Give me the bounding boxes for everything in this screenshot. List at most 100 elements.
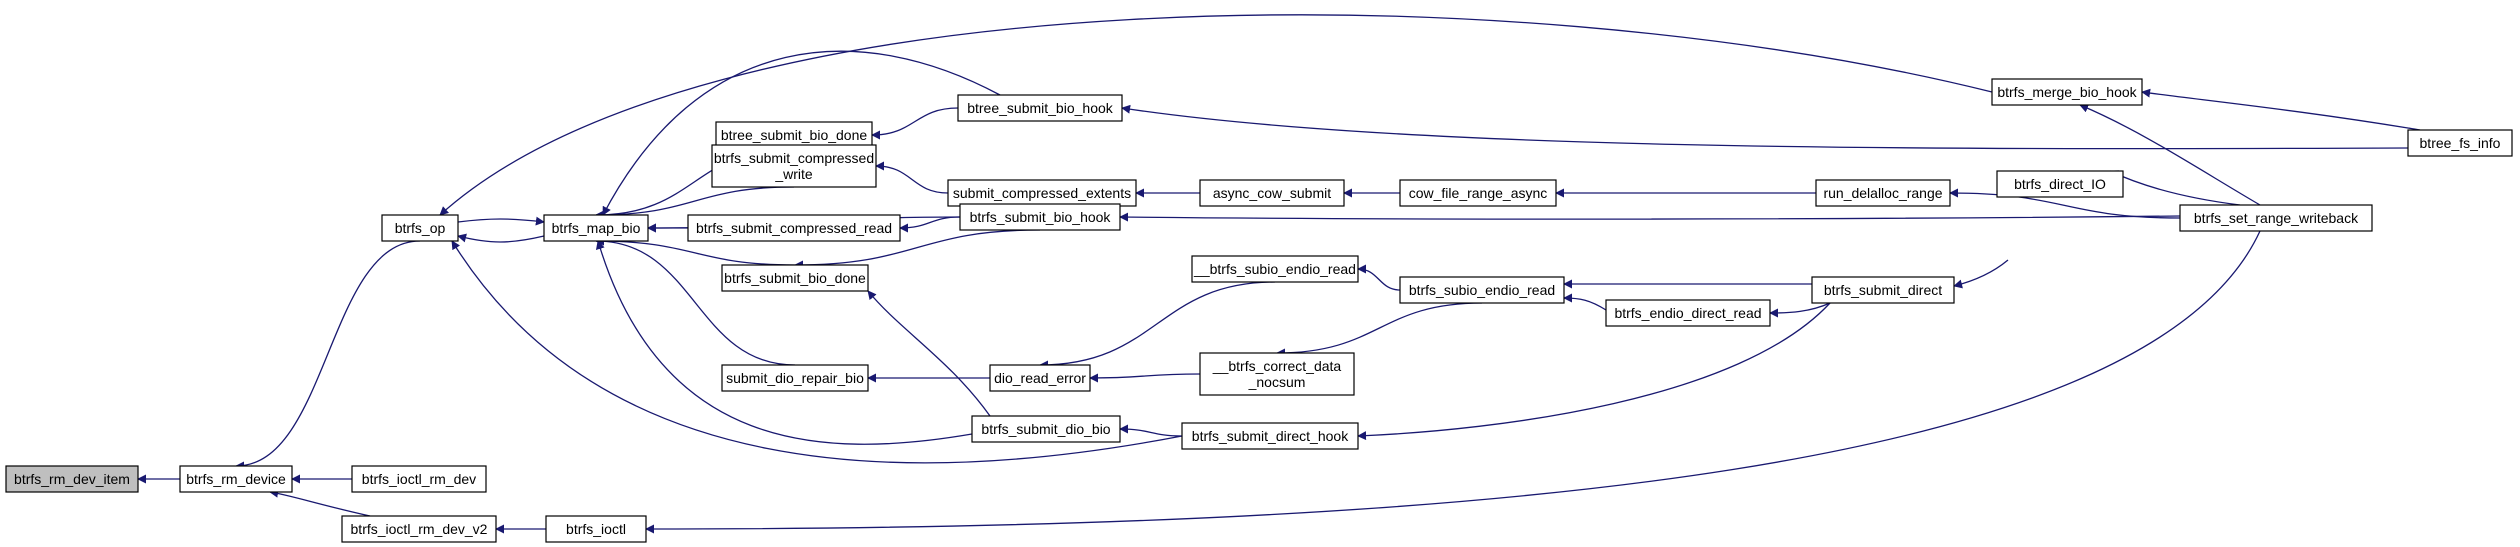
node-box[interactable]	[1991, 78, 2143, 106]
edge-line	[871, 107, 959, 140]
node-box[interactable]	[721, 264, 869, 292]
edge-line	[439, 14, 1993, 216]
node-box[interactable]	[2179, 204, 2373, 232]
edge-btrfs_set_range_writeback-to-btrfs_ioctl	[645, 230, 2261, 534]
node-btrfs-ioctl-rm-dev[interactable]: btrfs_ioctl_rm_dev	[351, 465, 487, 493]
node-label: btrfs_ioctl	[566, 521, 626, 537]
node-btrfs-subio-endio-read[interactable]: __btrfs_subio_endio_read	[1191, 255, 1359, 283]
node-box[interactable]	[715, 121, 873, 149]
node-label: async_cow_submit	[1213, 185, 1331, 201]
edge-line	[595, 236, 796, 266]
node-label: btrfs_rm_dev_item	[14, 471, 130, 487]
edge-btrfs_submit_bio_hook-to-btrfs_submit_compressed_read	[899, 216, 961, 233]
node-btrfs-correct-data-nocsum[interactable]: __btrfs_correct_data_nocsum	[1199, 352, 1355, 396]
edge-line	[595, 240, 973, 445]
node-box[interactable]	[351, 465, 487, 493]
node-btrfs-subio-endio-read[interactable]: btrfs_subio_endio_read	[1399, 276, 1565, 304]
node-run-delalloc-range[interactable]: run_delalloc_range	[1815, 179, 1951, 207]
node-label: btree_submit_bio_done	[721, 127, 868, 143]
edge-line	[1357, 302, 1831, 441]
node-box[interactable]	[1191, 255, 1359, 283]
node-label: btrfs_submit_direct_hook	[1192, 428, 1349, 444]
node-btrfs-rm-dev-item[interactable]: btrfs_rm_dev_item	[5, 465, 139, 493]
node-box[interactable]	[971, 415, 1121, 443]
edge-line	[1276, 302, 1483, 358]
node-btrfs-submit-bio-done[interactable]: btrfs_submit_bio_done	[721, 264, 869, 292]
node-box[interactable]	[947, 179, 1137, 207]
node-btrfs-submit-dio-bio[interactable]: btrfs_submit_dio_bio	[971, 415, 1121, 443]
node-btrfs-submit-compressed-write[interactable]: btrfs_submit_compressed_write	[711, 144, 877, 188]
node-box[interactable]	[1605, 299, 1771, 327]
node-label: submit_compressed_extents	[953, 185, 1131, 201]
node-submit-compressed-extents[interactable]: submit_compressed_extents	[947, 179, 1137, 207]
node-box[interactable]	[721, 364, 869, 392]
node-btrfs-op[interactable]: btrfs_op	[381, 214, 459, 242]
node-label: btrfs_submit_bio_hook	[970, 209, 1112, 225]
node-label: btrfs_subio_endio_read	[1409, 282, 1555, 298]
node-box[interactable]	[957, 94, 1123, 122]
node-btree-submit-bio-hook[interactable]: btree_submit_bio_hook	[957, 94, 1123, 122]
edge-btrfs_submit_bio_hook-to-btrfs_submit_bio_done	[794, 229, 1041, 270]
node-btrfs-set-range-writeback[interactable]: btrfs_set_range_writeback	[2179, 204, 2373, 232]
node-box[interactable]	[341, 515, 497, 543]
edge-line	[875, 161, 949, 194]
node-btrfs-rm-device[interactable]: btrfs_rm_device	[179, 465, 293, 493]
edge-btrfs_op-to-btrfs_rm_device	[235, 240, 421, 471]
node-box[interactable]	[1199, 352, 1355, 396]
node-box[interactable]	[1811, 276, 1955, 304]
node-label: __btrfs_correct_data	[1212, 358, 1342, 374]
node-btrfs-merge-bio-hook[interactable]: btrfs_merge_bio_hook	[1991, 78, 2143, 106]
edge-line	[1953, 259, 2009, 289]
node-label: btrfs_direct_IO	[2014, 176, 2106, 192]
node-label: btrfs_ioctl_rm_dev	[362, 471, 476, 487]
node-box[interactable]	[543, 214, 649, 242]
edge-submit_dio_repair_bio-to-btrfs_map_bio	[595, 236, 796, 366]
node-btree-fs-info[interactable]: btree_fs_info	[2407, 129, 2513, 157]
node-box[interactable]	[1996, 170, 2124, 198]
node-box[interactable]	[2407, 129, 2513, 157]
node-layer: btrfs_rm_dev_item btrfs_rm_device btrfs_op…	[5, 78, 2513, 543]
node-box[interactable]	[989, 364, 1091, 392]
edge-line	[1119, 424, 1183, 437]
edge-btree_submit_bio_hook-to-btree_submit_bio_done	[871, 107, 959, 140]
node-box[interactable]	[1199, 179, 1345, 207]
node-btrfs-ioctl-rm-dev-v2[interactable]: btrfs_ioctl_rm_dev_v2	[341, 515, 497, 543]
node-btrfs-ioctl[interactable]: btrfs_ioctl	[545, 515, 647, 543]
node-box[interactable]	[5, 465, 139, 493]
node-btrfs-direct-IO[interactable]: btrfs_direct_IO	[1996, 170, 2124, 198]
node-box[interactable]	[1399, 276, 1565, 304]
node-box[interactable]	[711, 144, 877, 188]
node-box[interactable]	[687, 214, 901, 242]
node-btrfs-submit-direct[interactable]: btrfs_submit_direct	[1811, 276, 1955, 304]
node-label: btrfs_map_bio	[552, 220, 641, 236]
node-box[interactable]	[381, 214, 459, 242]
edge-line	[1563, 293, 1607, 311]
node-btrfs-endio-direct-read[interactable]: btrfs_endio_direct_read	[1605, 299, 1771, 327]
node-btrfs-submit-direct-hook[interactable]: btrfs_submit_direct_hook	[1181, 422, 1359, 450]
node-btree-submit-bio-done[interactable]: btree_submit_bio_done	[715, 121, 873, 149]
node-async-cow-submit[interactable]: async_cow_submit	[1199, 179, 1345, 207]
node-box[interactable]	[1181, 422, 1359, 450]
edge-line	[451, 240, 1183, 464]
node-box[interactable]	[545, 515, 647, 543]
node-box[interactable]	[1815, 179, 1951, 207]
node-btrfs-submit-compressed-read[interactable]: btrfs_submit_compressed_read	[687, 214, 901, 242]
node-label: __btrfs_subio_endio_read	[1193, 261, 1356, 277]
node-box[interactable]	[179, 465, 293, 493]
edge-line	[1039, 281, 1276, 370]
edge-btree_submit_bio_hook-to-btrfs_map_bio	[602, 50, 1001, 216]
node-box[interactable]	[1399, 179, 1557, 207]
edge-btrfs_set_range_writeback-to-btrfs_direct_IO	[2109, 170, 2241, 206]
node-btrfs-map-bio[interactable]: btrfs_map_bio	[543, 214, 649, 242]
node-label: btrfs_submit_compressed	[714, 150, 874, 166]
node-cow-file-range-async[interactable]: cow_file_range_async	[1399, 179, 1557, 207]
node-dio-read-error[interactable]: dio_read_error	[989, 364, 1091, 392]
node-box[interactable]	[959, 203, 1121, 231]
node-btrfs-submit-bio-hook[interactable]: btrfs_submit_bio_hook	[959, 203, 1121, 231]
edge-btrfs_merge_bio_hook-to-btrfs_op	[439, 14, 1993, 216]
node-submit-dio-repair-bio[interactable]: submit_dio_repair_bio	[721, 364, 869, 392]
node-label: btrfs_submit_direct	[1824, 282, 1942, 298]
edge-btrfs_subio_endio_read-to-__btrfs_subio_endio_read	[1357, 264, 1401, 291]
node-label: _nocsum	[1248, 374, 1306, 390]
